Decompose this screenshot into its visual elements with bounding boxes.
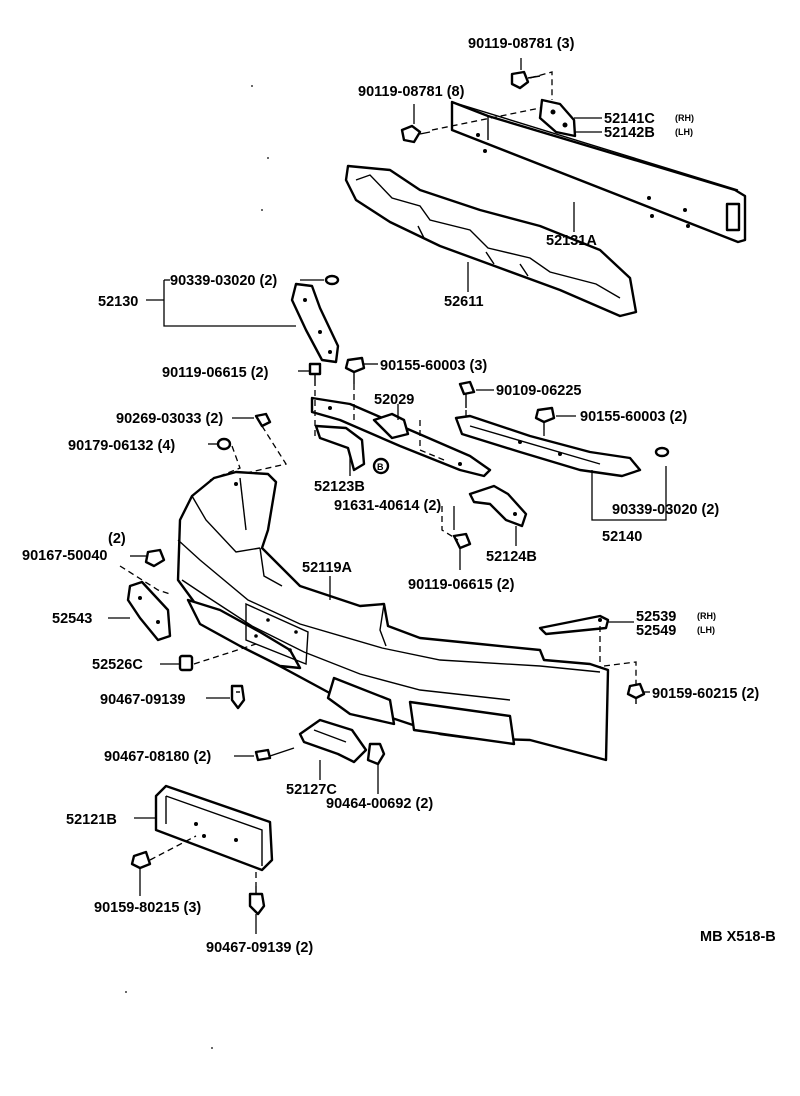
grommet-90179-06132[interactable] bbox=[216, 437, 232, 451]
label-52121b: 52121B bbox=[66, 812, 117, 828]
label-90155-60003-2: 90155-60003 (2) bbox=[580, 409, 687, 425]
label-52539-side: (RH) bbox=[697, 611, 716, 621]
clip-90467-09139-bottom[interactable] bbox=[248, 886, 266, 916]
bumper-extension[interactable] bbox=[538, 614, 610, 636]
label-90119-08781-8: 90119-08781 (8) bbox=[358, 84, 465, 100]
label-52141c: 52141C bbox=[604, 111, 655, 127]
diagram-code: MB X518-B bbox=[700, 929, 776, 945]
label-90155-60003-3: 90155-60003 (3) bbox=[380, 358, 487, 374]
bumper-lower-cover-52127c[interactable] bbox=[298, 718, 368, 780]
label-52130: 52130 bbox=[98, 294, 138, 310]
label-90159-80215: 90159-80215 (3) bbox=[94, 900, 201, 916]
label-52526c: 52526C bbox=[92, 657, 143, 673]
svg-text:B: B bbox=[377, 462, 384, 472]
bolt-90119-08781-left[interactable] bbox=[400, 104, 431, 144]
license-plate-bracket[interactable] bbox=[154, 784, 274, 872]
clip-90155-60003-right[interactable] bbox=[534, 406, 556, 430]
label-90467-09139-2: 90467-09139 (2) bbox=[206, 940, 313, 956]
label-90119-06615-left: 90119-06615 (2) bbox=[162, 365, 269, 381]
label-90119-08781-3: 90119-08781 (3) bbox=[468, 36, 575, 52]
bumper-bracket-52123b[interactable] bbox=[314, 424, 366, 476]
bolt-90119-06615-lower[interactable] bbox=[452, 532, 472, 550]
label-91631-40614: 91631-40614 (2) bbox=[334, 498, 441, 514]
label-90467-09139: 90467-09139 bbox=[100, 692, 185, 708]
nut-90464-00692[interactable] bbox=[366, 742, 386, 766]
bumper-bracket-52124b[interactable] bbox=[468, 484, 528, 546]
label-52123b: 52123B bbox=[314, 479, 365, 495]
label-52119a: 52119A bbox=[302, 560, 353, 576]
bumper-cover[interactable] bbox=[176, 470, 610, 762]
label-52142b: 52142B bbox=[604, 125, 655, 141]
label-90467-08180: 90467-08180 (2) bbox=[104, 749, 211, 765]
bumper-reinforcement[interactable] bbox=[450, 100, 747, 244]
label-90339-03020-top: 90339-03020 (2) bbox=[170, 273, 277, 289]
label-90269-03033: 90269-03033 (2) bbox=[116, 411, 223, 427]
clip-90155-60003[interactable] bbox=[344, 356, 366, 384]
bolt-90109-06225[interactable] bbox=[458, 380, 476, 408]
label-52127c: 52127C bbox=[286, 782, 337, 798]
bolt-90119-06615-upper[interactable] bbox=[308, 362, 322, 386]
label-90109-06225: 90109-06225 bbox=[496, 383, 581, 399]
bumper-center-bracket[interactable] bbox=[310, 396, 492, 478]
reinforcement-bracket[interactable] bbox=[538, 98, 602, 138]
screw-90159-80215[interactable] bbox=[130, 850, 152, 870]
label-90339-03020-right: 90339-03020 (2) bbox=[612, 502, 719, 518]
label-52611: 52611 bbox=[444, 294, 484, 310]
clip-90467-09139[interactable] bbox=[230, 684, 246, 710]
label-90119-06615-bottom: 90119-06615 (2) bbox=[408, 577, 515, 593]
nut-91631-40614[interactable]: B bbox=[372, 457, 390, 475]
bumper-side-retainer[interactable] bbox=[290, 274, 340, 364]
label-52124b: 52124B bbox=[486, 549, 537, 565]
screw-90269-03033[interactable] bbox=[254, 412, 272, 428]
label-90167-50040: 90167-50040 bbox=[22, 548, 107, 564]
label-52140: 52140 bbox=[602, 529, 642, 545]
label-52543: 52543 bbox=[52, 611, 92, 627]
label-52549-side: (LH) bbox=[697, 625, 715, 635]
label-90464-00692: 90464-00692 (2) bbox=[326, 796, 433, 812]
label-52142b-side: (LH) bbox=[675, 127, 693, 137]
label-52539: 52539 bbox=[636, 609, 676, 625]
label-52141c-side: (RH) bbox=[675, 113, 694, 123]
label-90159-60215-2: 90159-60215 (2) bbox=[652, 686, 759, 702]
energy-absorber[interactable] bbox=[344, 164, 638, 318]
label-52131a: 52131A bbox=[546, 233, 597, 249]
bumper-right-retainer[interactable] bbox=[454, 414, 670, 478]
label-90167-qty: (2) bbox=[108, 531, 126, 547]
bumper-lower-retainer[interactable] bbox=[126, 580, 172, 642]
screw-90159-60215-right[interactable] bbox=[626, 682, 646, 704]
label-52549: 52549 bbox=[636, 623, 676, 639]
bumper-pad-52526c[interactable] bbox=[178, 654, 194, 672]
bolt-90467-08180[interactable] bbox=[254, 747, 295, 762]
label-52029: 52029 bbox=[374, 392, 414, 408]
screw-90167-50040[interactable] bbox=[144, 548, 166, 568]
bolt-90119-08781-top[interactable] bbox=[510, 58, 541, 90]
label-90179-06132: 90179-06132 (4) bbox=[68, 438, 175, 454]
